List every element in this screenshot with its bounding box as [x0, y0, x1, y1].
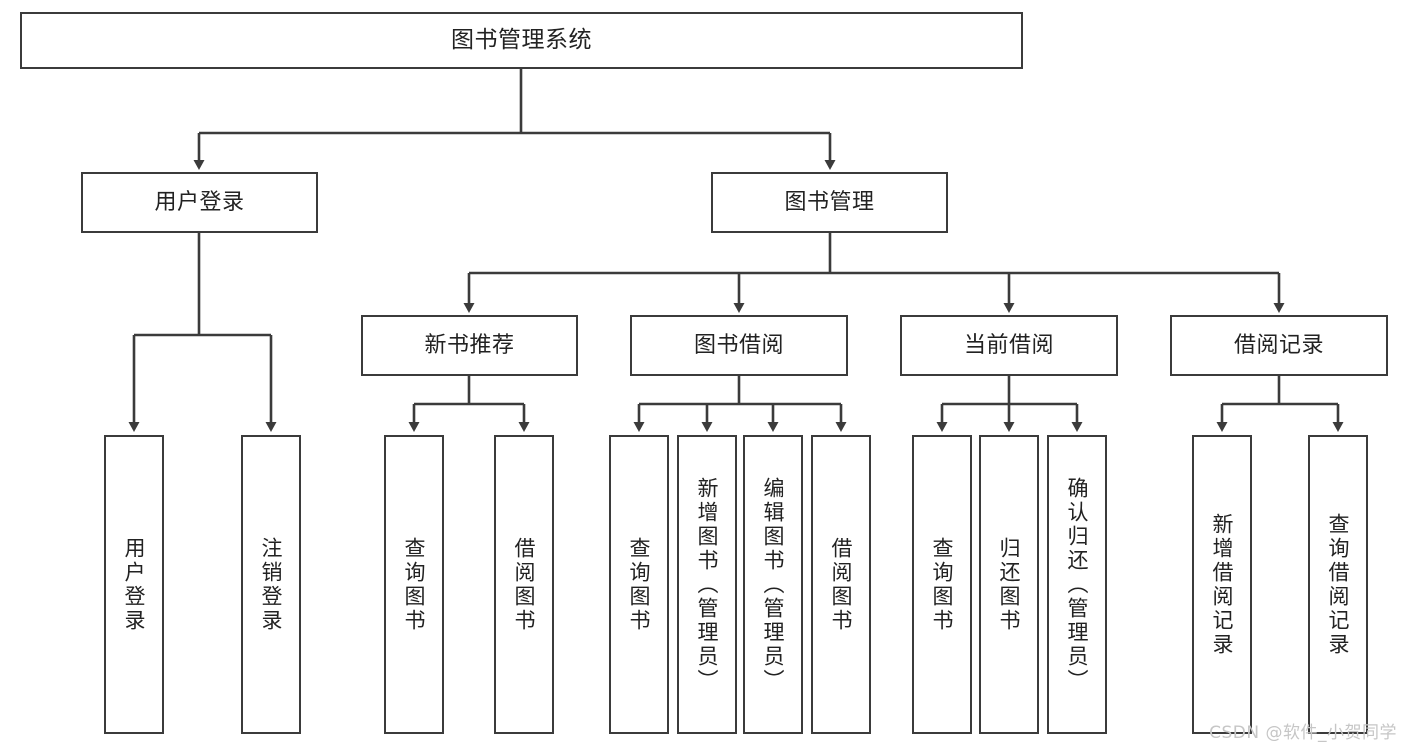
- leaf-borrow-borrow-book[interactable]: 借阅图书: [811, 435, 871, 734]
- watermark: CSDN @软件_小贺同学: [1209, 723, 1397, 743]
- node-root-system[interactable]: 图书管理系统: [20, 12, 1023, 69]
- leaf-borrow-add-book-admin[interactable]: 新增图书（管理员）: [677, 435, 737, 734]
- node-label: 新增图书（管理员）: [695, 476, 720, 693]
- node-label: 借阅图书: [829, 536, 854, 633]
- node-user-login[interactable]: 用户登录: [81, 172, 318, 233]
- node-label: 借阅记录: [1233, 332, 1324, 358]
- leaf-record-add-borrow-record[interactable]: 新增借阅记录: [1192, 435, 1252, 734]
- node-new-book-recommend[interactable]: 新书推荐: [361, 315, 578, 376]
- node-label: 查询图书: [627, 536, 652, 633]
- node-label: 查询借阅记录: [1326, 512, 1351, 657]
- leaf-borrow-edit-book-admin[interactable]: 编辑图书（管理员）: [743, 435, 803, 734]
- leaf-user-login-signout[interactable]: 注销登录: [241, 435, 301, 734]
- node-label: 新增借阅记录: [1210, 512, 1235, 657]
- leaf-recommend-borrow-book[interactable]: 借阅图书: [494, 435, 554, 734]
- node-borrow-record[interactable]: 借阅记录: [1170, 315, 1388, 376]
- leaf-record-query-borrow-record[interactable]: 查询借阅记录: [1308, 435, 1368, 734]
- leaf-current-return-book[interactable]: 归还图书: [979, 435, 1039, 734]
- leaf-current-query-book[interactable]: 查询图书: [912, 435, 972, 734]
- leaf-user-login-signin[interactable]: 用户登录: [104, 435, 164, 734]
- node-label: 查询图书: [930, 536, 955, 633]
- node-label: 查询图书: [402, 536, 427, 633]
- node-label: 新书推荐: [424, 332, 515, 358]
- node-current-borrow[interactable]: 当前借阅: [900, 315, 1118, 376]
- node-label: 用户登录: [154, 189, 245, 215]
- node-label: 注销登录: [259, 536, 284, 633]
- node-label: 图书借阅: [693, 332, 784, 358]
- node-book-borrow[interactable]: 图书借阅: [630, 315, 848, 376]
- node-label: 当前借阅: [963, 332, 1054, 358]
- node-book-management[interactable]: 图书管理: [711, 172, 948, 233]
- node-label: 编辑图书（管理员）: [761, 476, 786, 693]
- leaf-current-confirm-return-admin[interactable]: 确认归还（管理员）: [1047, 435, 1107, 734]
- leaf-recommend-query-book[interactable]: 查询图书: [384, 435, 444, 734]
- node-label: 图书管理系统: [451, 26, 592, 53]
- node-label: 图书管理: [784, 189, 875, 215]
- node-label: 归还图书: [997, 536, 1022, 633]
- node-label: 借阅图书: [512, 536, 537, 633]
- leaf-borrow-query-book[interactable]: 查询图书: [609, 435, 669, 734]
- node-label: 用户登录: [122, 536, 147, 633]
- node-label: 确认归还（管理员）: [1065, 476, 1090, 693]
